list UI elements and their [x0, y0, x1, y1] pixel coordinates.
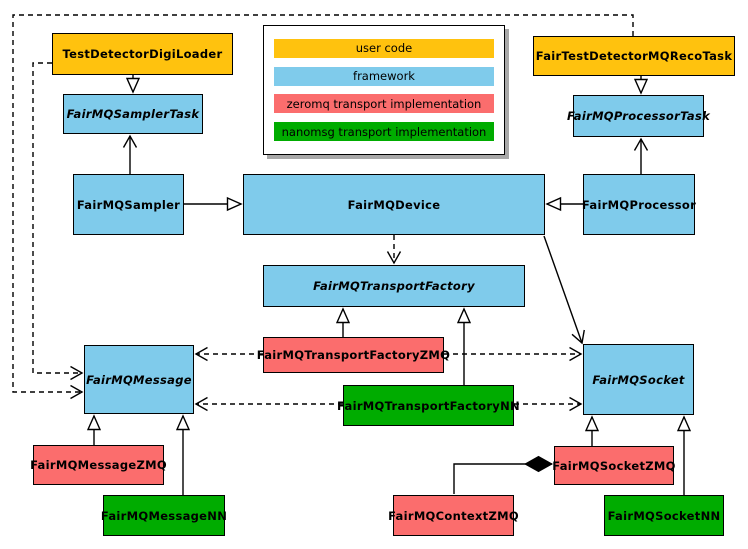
edge-composition-contextzmq-to-socketzmq	[453, 455, 554, 494]
class-box-fairmq-message-zmq: FairMQMessageZMQ	[30, 445, 167, 485]
class-box-fairmq-transport-factory-nn: FairMQTransportFactoryNN	[337, 385, 520, 426]
class-box-fairmq-transport-factory-zmq: FairMQTransportFactoryZMQ	[257, 337, 450, 373]
class-box-fairmq-transport-factory: FairMQTransportFactory	[263, 265, 525, 307]
class-box-fairmq-sampler: FairMQSampler	[73, 174, 184, 235]
legend-box: user code framework zeromq transport imple…	[263, 25, 505, 155]
legend-item-framework: framework	[274, 66, 494, 86]
class-box-fairmq-message-nn: FairMQMessageNN	[101, 495, 227, 536]
class-box-fairmq-socket-nn: FairMQSocketNN	[604, 495, 724, 536]
class-box-fairmq-device: FairMQDevice	[243, 174, 545, 235]
class-box-fairmq-socket: FairMQSocket	[583, 344, 694, 415]
edge-association-device-to-socket	[543, 235, 585, 345]
class-box-fairmq-processor: FairMQProcessor	[582, 174, 696, 235]
legend-item-user_code: user code	[274, 38, 494, 58]
legend-item-zeromq: zeromq transport implementation	[274, 94, 494, 114]
legend-item-nanomsg: nanomsg transport implementation	[274, 122, 494, 142]
class-box-test-detector-digi-loader: TestDetectorDigiLoader	[52, 33, 233, 75]
class-box-fairmq-socket-zmq: FairMQSocketZMQ	[552, 446, 675, 485]
class-box-fairmq-context-zmq: FairMQContextZMQ	[388, 495, 519, 536]
class-box-fairmq-processor-task: FairMQProcessorTask	[567, 95, 710, 137]
edge-dependency-digiloader-to-message	[32, 62, 84, 381]
class-box-fair-test-detector-mq-reco-task: FairTestDetectorMQRecoTask	[533, 36, 735, 76]
class-box-fairmq-sampler-task: FairMQSamplerTask	[63, 94, 203, 134]
class-box-fairmq-message: FairMQMessage	[84, 345, 194, 414]
edge-dependency-recotask-to-message	[12, 14, 634, 400]
